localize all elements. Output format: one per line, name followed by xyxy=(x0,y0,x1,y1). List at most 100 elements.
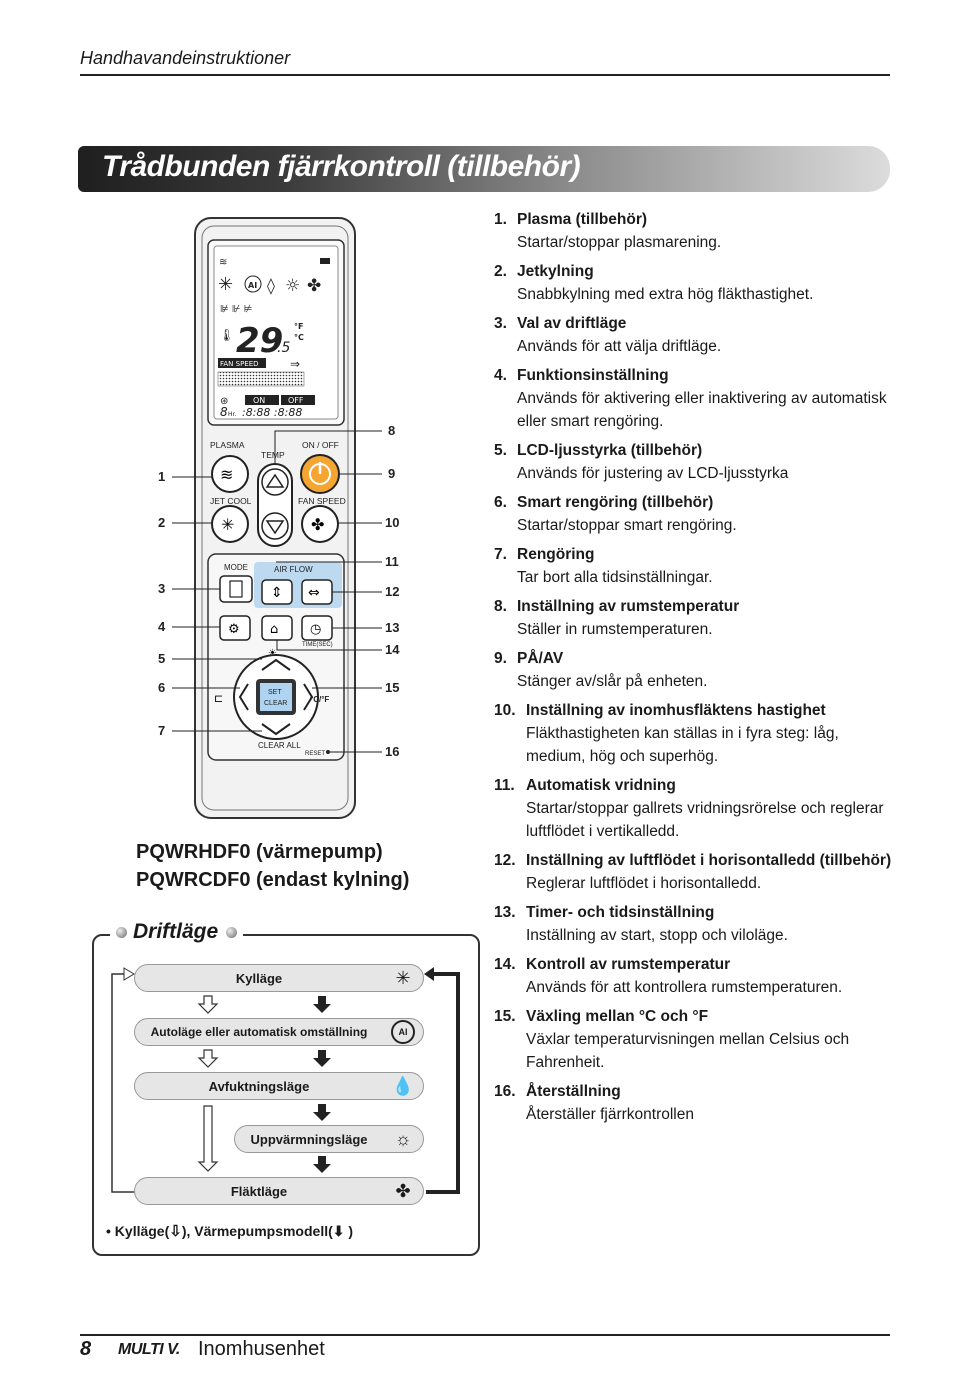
callout-8: 8 xyxy=(388,423,395,438)
mode-heating: Uppvärmningsläge xyxy=(234,1125,424,1153)
item-title: Återställning xyxy=(526,1083,621,1100)
brand-logo: MULTI V. xyxy=(118,1341,180,1358)
callout-4: 4 xyxy=(158,619,166,634)
model-cooling-only: PQWRCDF0 (endast kylning) xyxy=(136,869,410,891)
item-title: Automatisk vridning xyxy=(526,777,676,794)
item-number: 7. xyxy=(494,546,507,563)
function-item: 10.Inställning av inomhusfläktens hastig… xyxy=(494,699,894,768)
item-title: Val av driftläge xyxy=(517,315,627,332)
wifi-icon: ≋ xyxy=(219,257,227,268)
item-title: Plasma (tillbehör) xyxy=(517,211,648,228)
lcd-temp-decimal: .5 xyxy=(277,340,290,356)
item-title: Smart rengöring (tillbehör) xyxy=(517,494,714,511)
reset-button[interactable] xyxy=(326,750,330,754)
function-item: 12. Inställning av luftflödet i horisonta… xyxy=(494,849,894,895)
jet-cool-button[interactable] xyxy=(211,505,249,543)
temp-label: TEMP xyxy=(261,450,285,460)
item-description: Används för att välja driftläge. xyxy=(517,338,722,355)
callout-9: 9 xyxy=(388,466,395,481)
item-number: 16. xyxy=(494,1083,516,1100)
item-number: 12. xyxy=(494,852,516,869)
plasma-icon: ≋ xyxy=(220,465,233,484)
air-flow-label: AIR FLOW xyxy=(274,565,313,574)
item-title: Kontroll av rumstemperatur xyxy=(526,956,731,973)
model-names: PQWRHDF0 (värmepump) PQWRCDF0 (endast ky… xyxy=(136,838,409,894)
item-number: 15. xyxy=(494,1008,516,1025)
dpad-up[interactable] xyxy=(261,658,291,671)
set-clear-button[interactable] xyxy=(260,683,292,711)
brightness-icon: ☀ xyxy=(268,648,277,659)
running-header: Handhavandeinstruktioner xyxy=(80,48,291,68)
item-description: Startar/stoppar smart rengöring. xyxy=(517,517,737,534)
solid-arrow-icon: ⬇ xyxy=(332,1223,345,1239)
svg-text:◷: ◷ xyxy=(310,622,321,637)
callout-3: 3 xyxy=(158,581,165,596)
function-list: 1.Plasma (tillbehör)Startar/stoppar plas… xyxy=(494,208,894,1132)
item-number: 6. xyxy=(494,494,507,511)
plasma-button[interactable] xyxy=(211,455,249,493)
callout-13: 13 xyxy=(385,620,399,635)
callout-14: 14 xyxy=(385,642,400,657)
callout-15: 15 xyxy=(385,680,399,695)
lcd-off: OFF xyxy=(288,396,304,405)
item-title: Inställning av luftflödet i horisontalle… xyxy=(526,852,892,869)
svg-text:8: 8 xyxy=(220,405,228,419)
callout-6: 6 xyxy=(158,680,165,695)
item-description: Används för aktivering eller inaktiverin… xyxy=(517,390,887,430)
swing-vertical-button[interactable] xyxy=(261,579,293,605)
mode-auto: Autoläge eller automatisk omställning xyxy=(134,1018,424,1046)
item-description: Ställer in rumstemperaturen. xyxy=(517,621,713,638)
mode-fan: Fläktläge xyxy=(134,1177,424,1205)
mode-button[interactable] xyxy=(219,575,253,603)
callout-2: 2 xyxy=(158,515,165,530)
sun-icon: ☼ xyxy=(394,1128,412,1149)
item-description: Reglerar luftflödet i horisontalledd. xyxy=(526,875,762,892)
lcd-sun-icon: ☼ xyxy=(285,276,300,296)
callout-1: 1 xyxy=(158,469,165,484)
dpad-down[interactable] xyxy=(261,723,291,736)
lcd-airflow-icons: ⊯ ⊮ ⊭ xyxy=(220,304,253,315)
item-number: 11. xyxy=(494,777,515,794)
item-description: Fläkthastigheten kan ställas in i fyra s… xyxy=(526,725,839,765)
fan-speed-icon: ✤ xyxy=(311,515,324,534)
svg-text::8:88 :8:88: :8:88 :8:88 xyxy=(242,406,302,419)
plasma-label: PLASMA xyxy=(210,440,245,450)
lcd-clock-icon: ⊛ xyxy=(220,396,228,407)
callout-12: 12 xyxy=(385,584,399,599)
page-title: Trådbunden fjärrkontroll (tillbehör) xyxy=(102,150,581,183)
dpad-right[interactable] xyxy=(303,683,314,711)
reset-label: RESET xyxy=(305,751,325,757)
function-button[interactable] xyxy=(219,615,251,641)
callout-11: 11 xyxy=(385,554,399,569)
clear-all-label: CLEAR ALL xyxy=(258,741,301,750)
item-number: 8. xyxy=(494,598,507,615)
operating-mode-heading: Driftläge xyxy=(110,920,244,944)
fan-icon: ✤ xyxy=(395,1180,411,1201)
item-description: Tar bort alla tidsinställningar. xyxy=(517,569,713,586)
item-description: Startar/stoppar plasmarening. xyxy=(517,234,722,251)
droplet-icon: 💧 xyxy=(391,1075,415,1096)
fan-speed-label: FAN SPEED xyxy=(298,496,346,506)
lcd-fan-bar xyxy=(217,371,305,387)
snowflake-icon: ✳ xyxy=(395,967,411,988)
lcd-thermo-icon: 🌡 xyxy=(219,328,234,342)
temp-down-button[interactable] xyxy=(261,512,289,540)
mode-cooling: Kylläge xyxy=(134,964,424,992)
svg-text:⚙: ⚙ xyxy=(228,622,240,637)
item-title: Jetkylning xyxy=(517,263,594,280)
lcd-arrow-icon: ⇒ xyxy=(290,357,300,371)
fan-speed-button[interactable] xyxy=(301,505,339,543)
lcd-droplet-icon: ◊ xyxy=(267,276,275,295)
callout-16: 16 xyxy=(385,744,399,759)
temp-up-button[interactable] xyxy=(261,468,289,496)
svg-text:⇔: ⇔ xyxy=(308,585,320,601)
item-title: Inställning av rumstemperatur xyxy=(517,598,740,615)
item-title: Inställning av inomhusfläktens hastighet xyxy=(526,702,826,719)
dpad-left[interactable] xyxy=(238,683,249,711)
header-divider xyxy=(80,74,890,76)
item-description: Återställer fjärrkontrollen xyxy=(526,1106,694,1123)
